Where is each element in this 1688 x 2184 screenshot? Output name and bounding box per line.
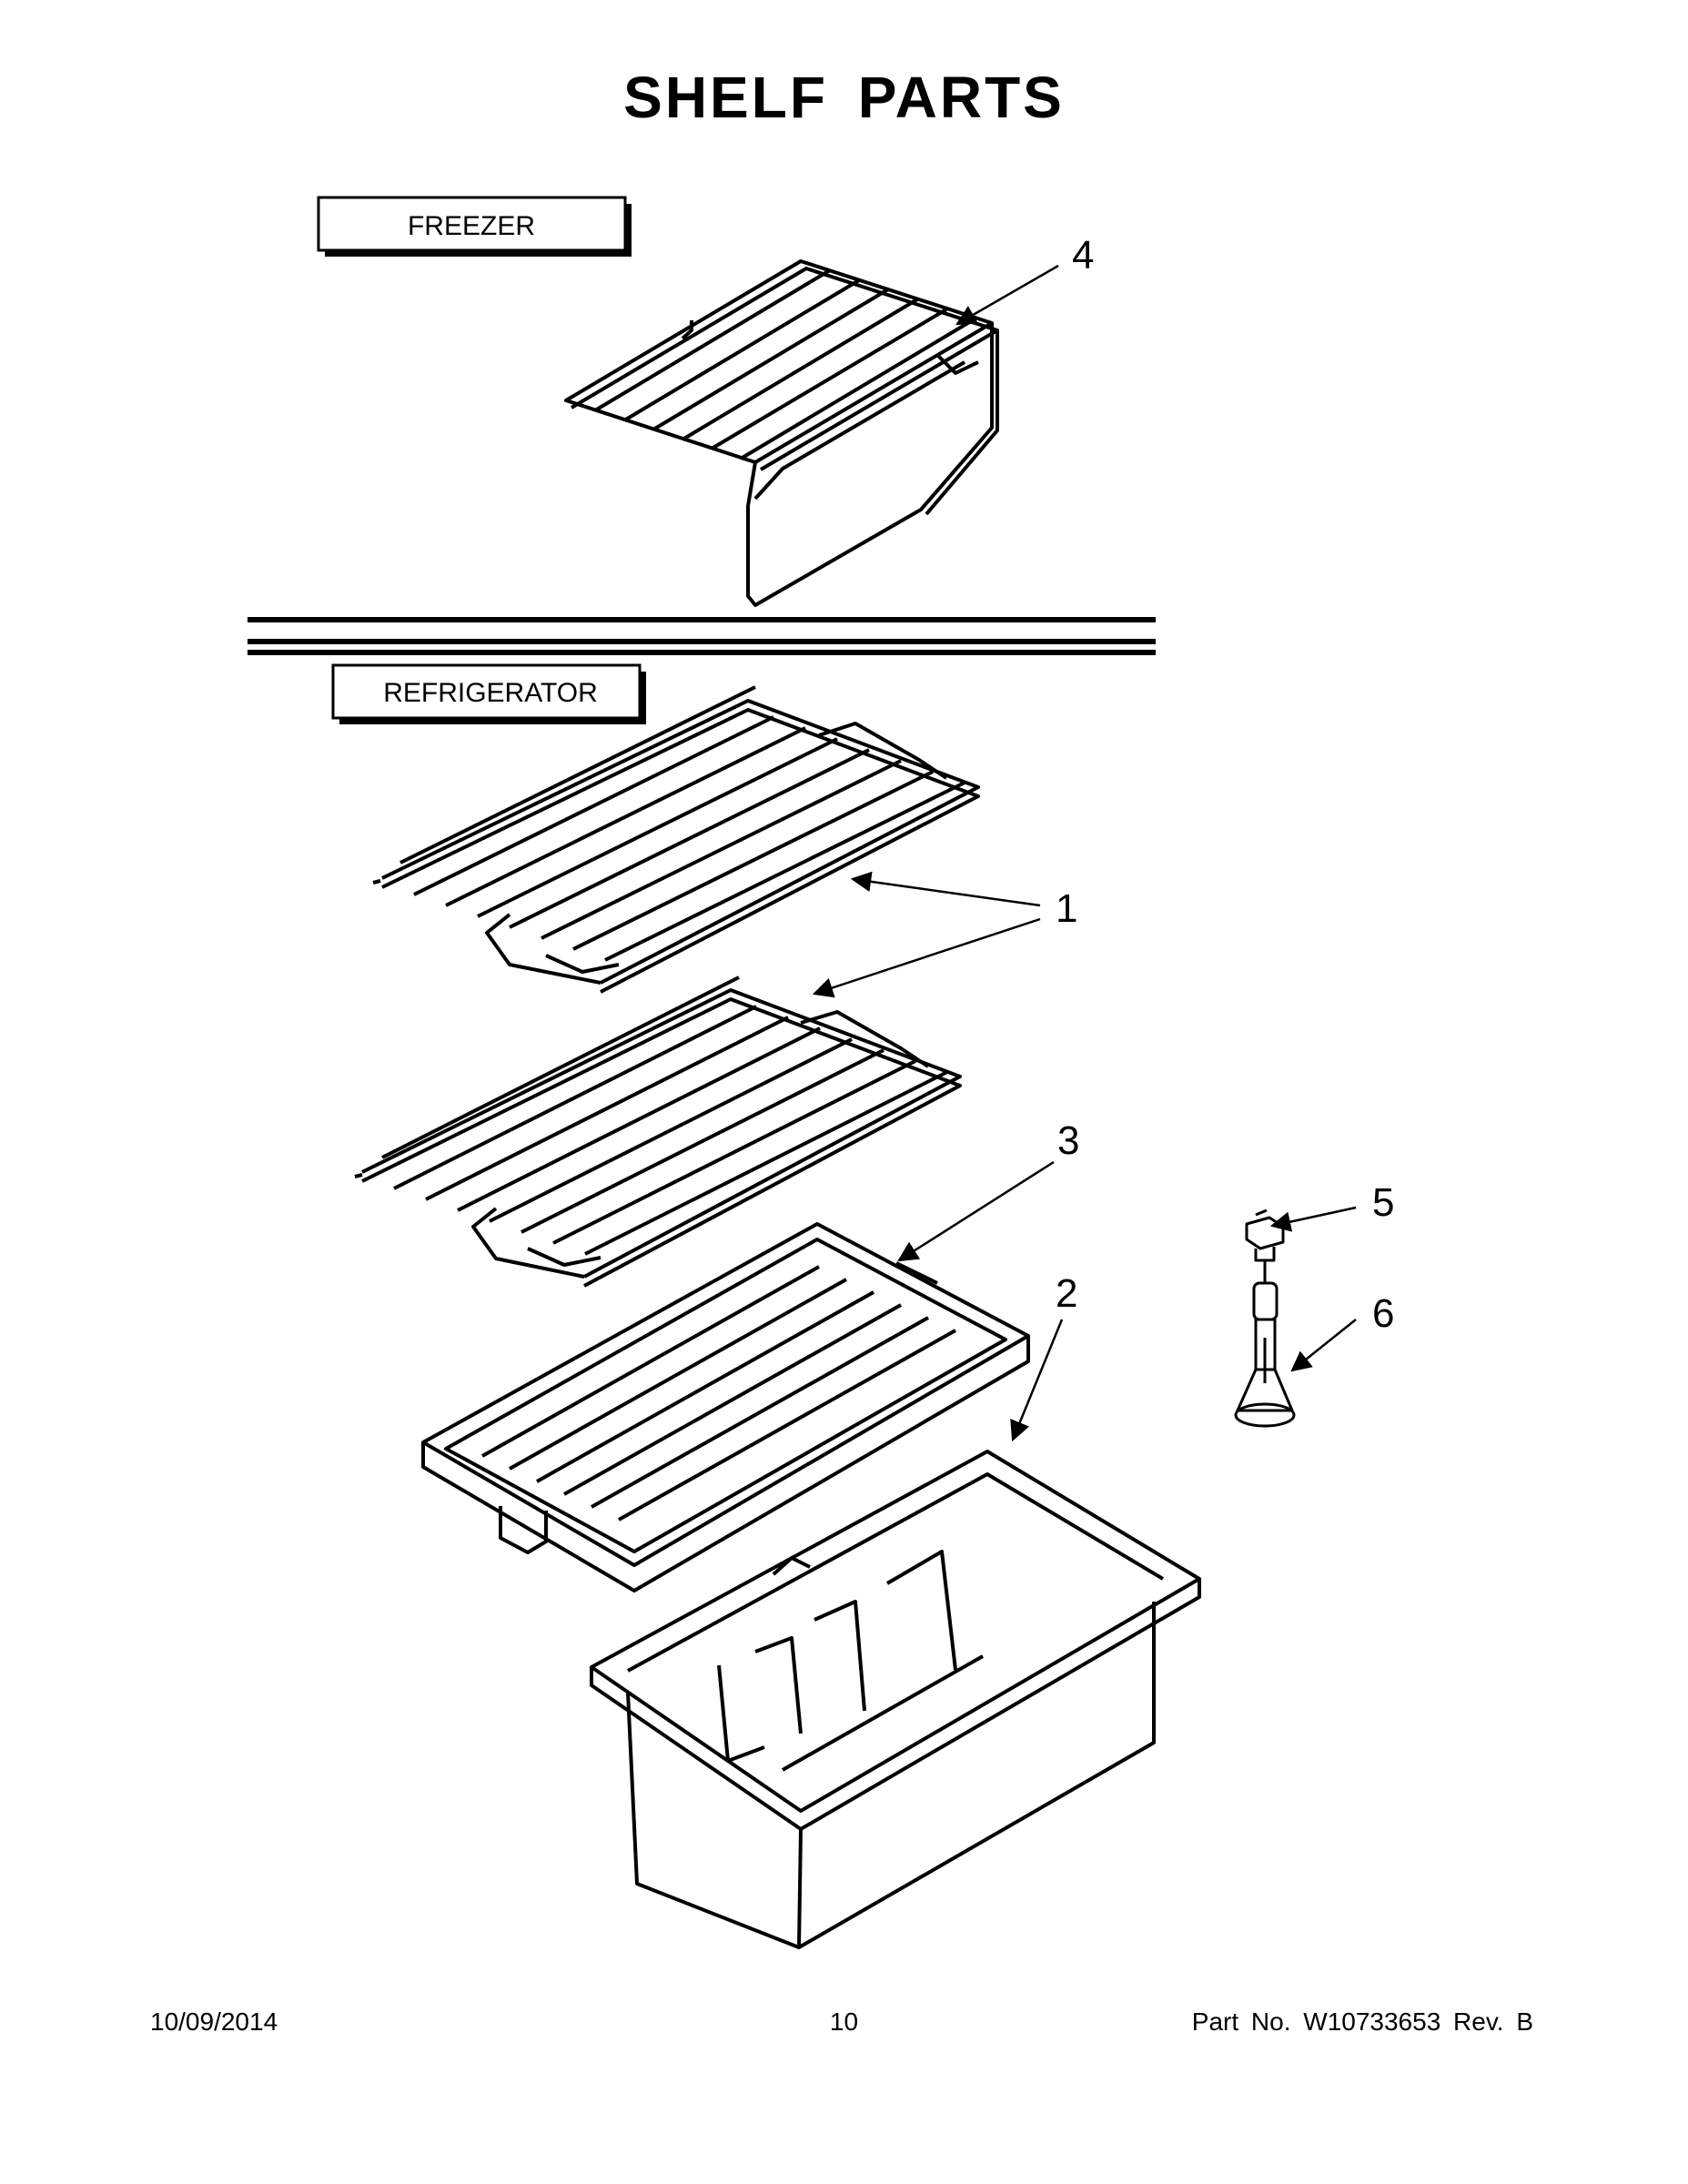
footer-date: 10/09/2014 — [150, 2007, 278, 2036]
lower-wire-shelf — [354, 976, 962, 1288]
refrigerator-label-box: REFRIGERATOR — [331, 663, 646, 724]
freezer-label: FREEZER — [408, 211, 535, 241]
callout-5: 5 — [1372, 1180, 1394, 1225]
callout-4: 4 — [1072, 233, 1094, 278]
footer-page-number: 10 — [829, 2007, 859, 2036]
freezer-label-box: FREEZER — [317, 196, 632, 257]
callout-2: 2 — [1056, 1271, 1077, 1316]
shelf-clip-part — [1245, 1208, 1285, 1283]
upper-wire-shelf — [372, 685, 980, 994]
refrigerator-label: REFRIGERATOR — [383, 678, 598, 708]
footer-part-number: Part No. W10733653 Rev. B — [1191, 2007, 1533, 2036]
callout-3: 3 — [1057, 1118, 1079, 1163]
page-title: SHELF PARTS — [623, 65, 1065, 130]
callout-6: 6 — [1372, 1291, 1394, 1336]
crisper-drawer — [590, 1450, 1201, 1949]
callout-1: 1 — [1056, 886, 1077, 931]
section-divider — [248, 617, 1156, 655]
shelf-support-part — [1234, 1281, 1296, 1428]
crisper-cover — [421, 1222, 1030, 1592]
freezer-wire-shelf — [564, 259, 999, 607]
callout-leaders — [812, 264, 1357, 1442]
